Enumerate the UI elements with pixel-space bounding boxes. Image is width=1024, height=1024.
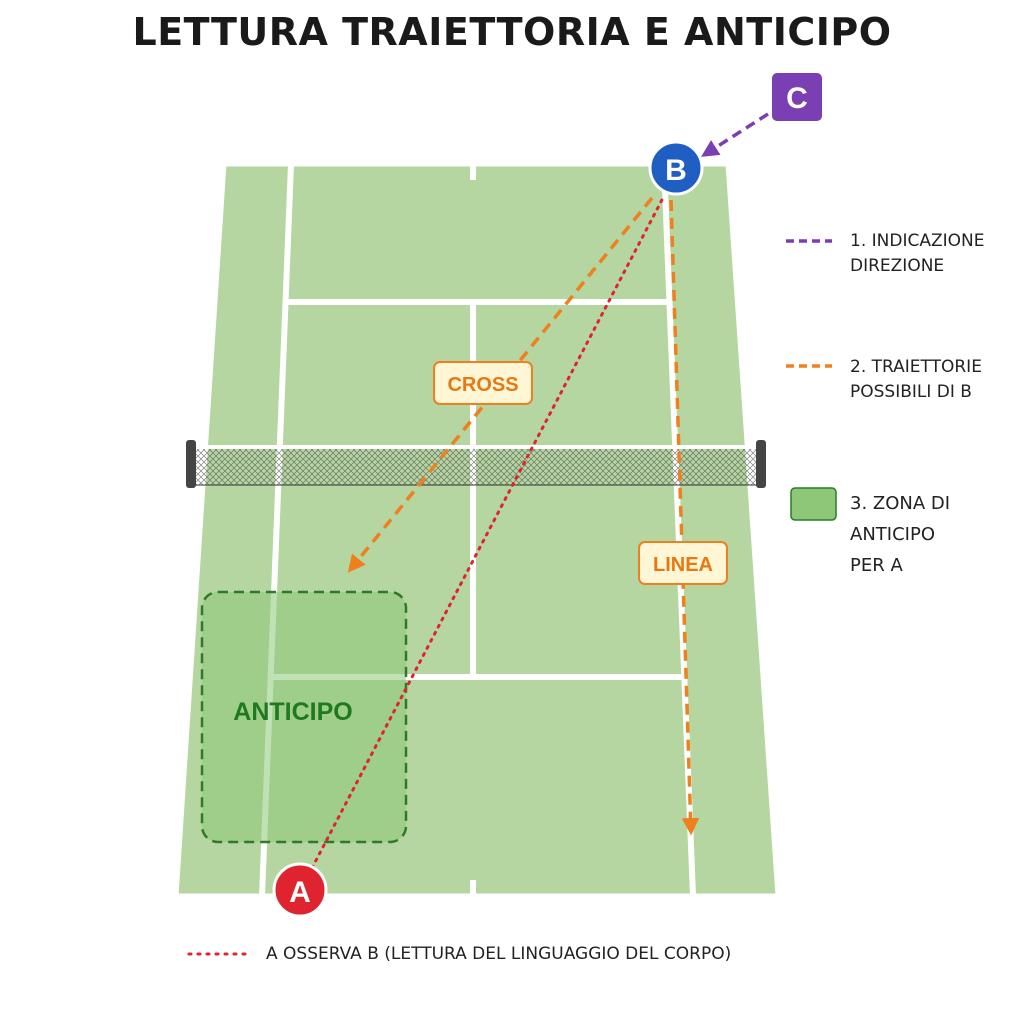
- legend-direction: 1. INDICAZIONE DIREZIONE: [850, 229, 984, 279]
- net: [186, 440, 766, 488]
- player-a-label: A: [289, 876, 311, 909]
- legend-zone-swatch: [790, 487, 837, 521]
- observation-legend-text: A OSSERVA B (LETTURA DEL LINGUAGGIO DEL …: [266, 944, 732, 964]
- player-b-label: B: [665, 154, 687, 187]
- legend-trajectories: 2. TRAIETTORIE POSSIBILI DI B: [850, 355, 982, 405]
- legend-trajectories-line-2: POSSIBILI DI B: [850, 382, 972, 402]
- legend-direction-line-2: DIREZIONE: [850, 256, 945, 276]
- legend-zone-line-3: PER A: [850, 555, 903, 576]
- net-post-right: [756, 440, 766, 488]
- anticipation-zone-label: ANTICIPO: [233, 698, 352, 726]
- legend-zone-line-1: 3. ZONA DI: [850, 493, 951, 514]
- right-singles-line: [661, 163, 696, 897]
- line-trajectory-arrow: [669, 199, 700, 836]
- player-b-marker: B: [648, 140, 704, 196]
- observation-legend-swatch: [187, 952, 252, 956]
- player-c-marker: C: [770, 71, 824, 123]
- observation-line: [310, 194, 666, 870]
- cross-label-text: CROSS: [447, 374, 518, 396]
- anticipation-zone: [200, 590, 408, 844]
- net-post-left: [186, 440, 196, 488]
- legend-direction-line-1: 1. INDICAZIONE: [850, 231, 985, 251]
- direction-arrow: [701, 112, 769, 157]
- linea-label: LINEA: [638, 541, 728, 585]
- player-c-label: C: [786, 82, 808, 115]
- legend-trajectories-line-1: 2. TRAIETTORIE: [850, 357, 982, 377]
- page-title: LETTURA TRAIETTORIA E ANTICIPO: [132, 10, 892, 54]
- player-a-marker: A: [272, 862, 328, 918]
- linea-label-text: LINEA: [653, 554, 713, 576]
- cross-label: CROSS: [433, 361, 533, 405]
- legend-zone: 3. ZONA DI ANTICIPO PER A: [850, 488, 950, 581]
- observation-legend: A OSSERVA B (LETTURA DEL LINGUAGGIO DEL …: [186, 944, 731, 964]
- legend-zone-line-2: ANTICIPO: [850, 524, 935, 545]
